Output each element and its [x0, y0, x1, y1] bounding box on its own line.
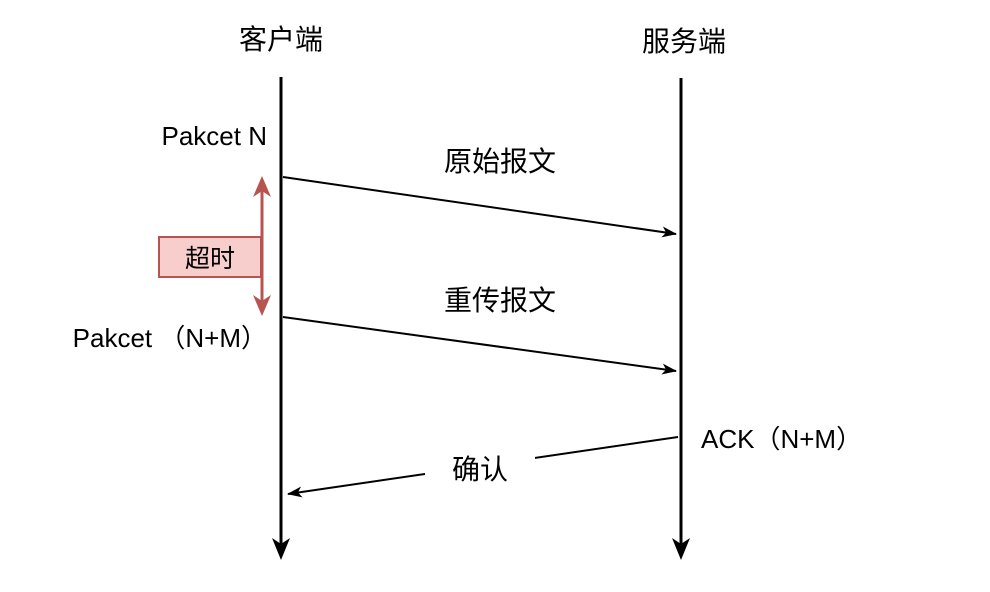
timeout-arrow-up-icon — [253, 176, 271, 197]
message-label-original: 原始报文 — [443, 146, 556, 177]
packet-n-label: Pakcet N — [161, 121, 268, 151]
client-lifeline-arrow-icon — [272, 538, 290, 560]
packet-n-m-label: Pakcet （N+M） — [72, 323, 267, 353]
message-label-retransmit: 重传报文 — [443, 285, 556, 316]
ack-n-m-label: ACK（N+M） — [701, 424, 863, 454]
server-lifeline-arrow-icon — [672, 538, 690, 560]
timeout-box: 超时 — [158, 236, 262, 278]
actor-label-client: 客户端 — [238, 24, 323, 55]
timeout-box-label: 超时 — [184, 245, 235, 273]
message-arrow-retransmit — [282, 316, 677, 375]
message-label-ack: 确认 — [425, 448, 535, 488]
message-arrow-original — [282, 176, 677, 238]
timeout-arrow-down-icon — [253, 295, 271, 316]
actor-label-server: 服务端 — [641, 26, 726, 57]
